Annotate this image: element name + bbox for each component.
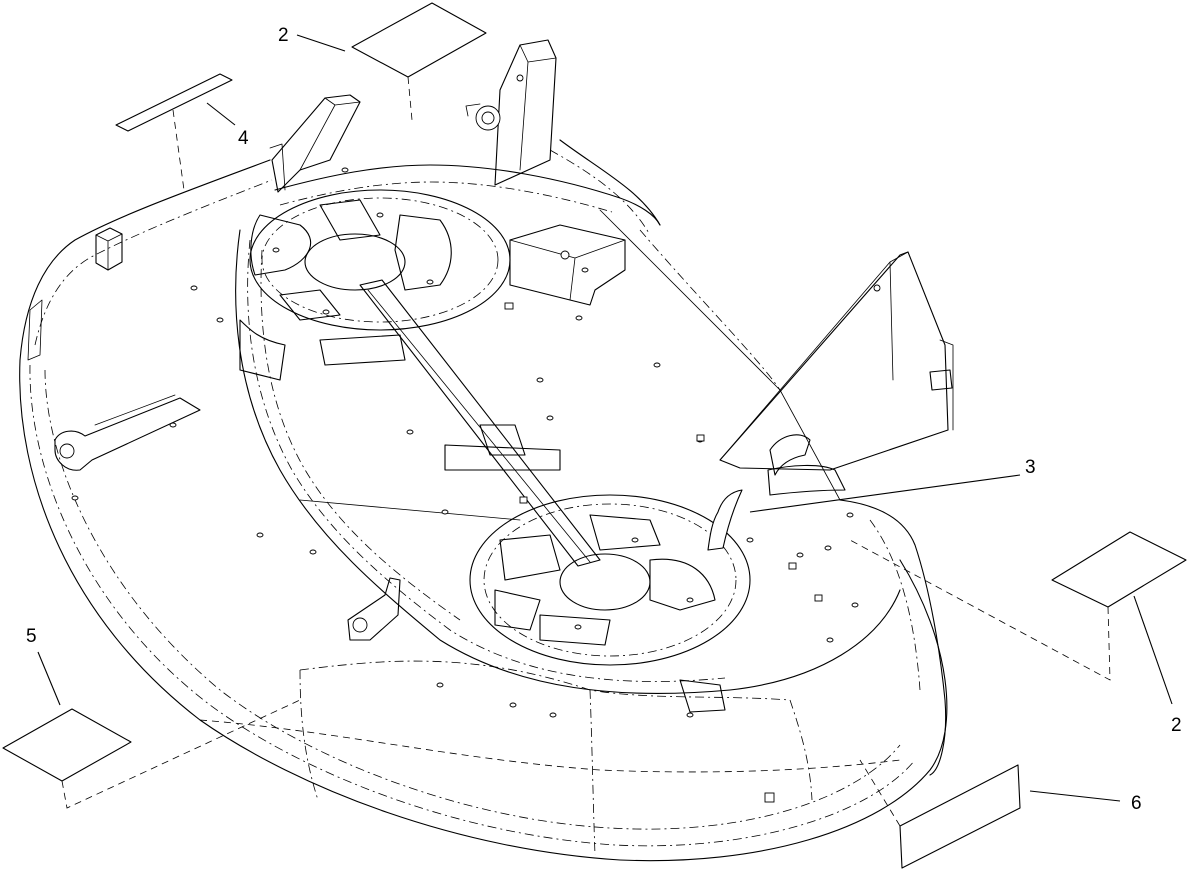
center-rail <box>359 279 601 567</box>
lower-pivot <box>347 577 401 641</box>
lower-spindle-housing <box>469 494 751 713</box>
deck-holes <box>71 167 859 803</box>
decal-3 <box>707 489 743 551</box>
decal-4 <box>115 73 233 191</box>
deck-shell <box>19 139 948 862</box>
callout-2-right: 2 <box>1171 715 1182 736</box>
callout-4: 4 <box>238 128 249 149</box>
right-side-bracket <box>719 251 954 496</box>
callout-labels: 2 4 3 5 2 6 <box>26 25 1182 814</box>
upper-spindle-housing <box>239 189 511 381</box>
leader-lines <box>37 34 1173 802</box>
deck-inner-dome <box>235 164 901 695</box>
right-mid-block <box>509 224 626 306</box>
rear-hitch-bracket <box>269 39 557 193</box>
callout-3: 3 <box>1025 457 1036 478</box>
left-pivot-arm <box>54 394 201 471</box>
decal-6 <box>859 759 1021 869</box>
decal-2-right <box>849 531 1187 681</box>
decal-5 <box>2 699 301 809</box>
callout-2-top: 2 <box>278 25 289 46</box>
callout-5: 5 <box>26 626 37 647</box>
callout-6: 6 <box>1131 793 1142 814</box>
decal-2-top <box>351 2 487 121</box>
